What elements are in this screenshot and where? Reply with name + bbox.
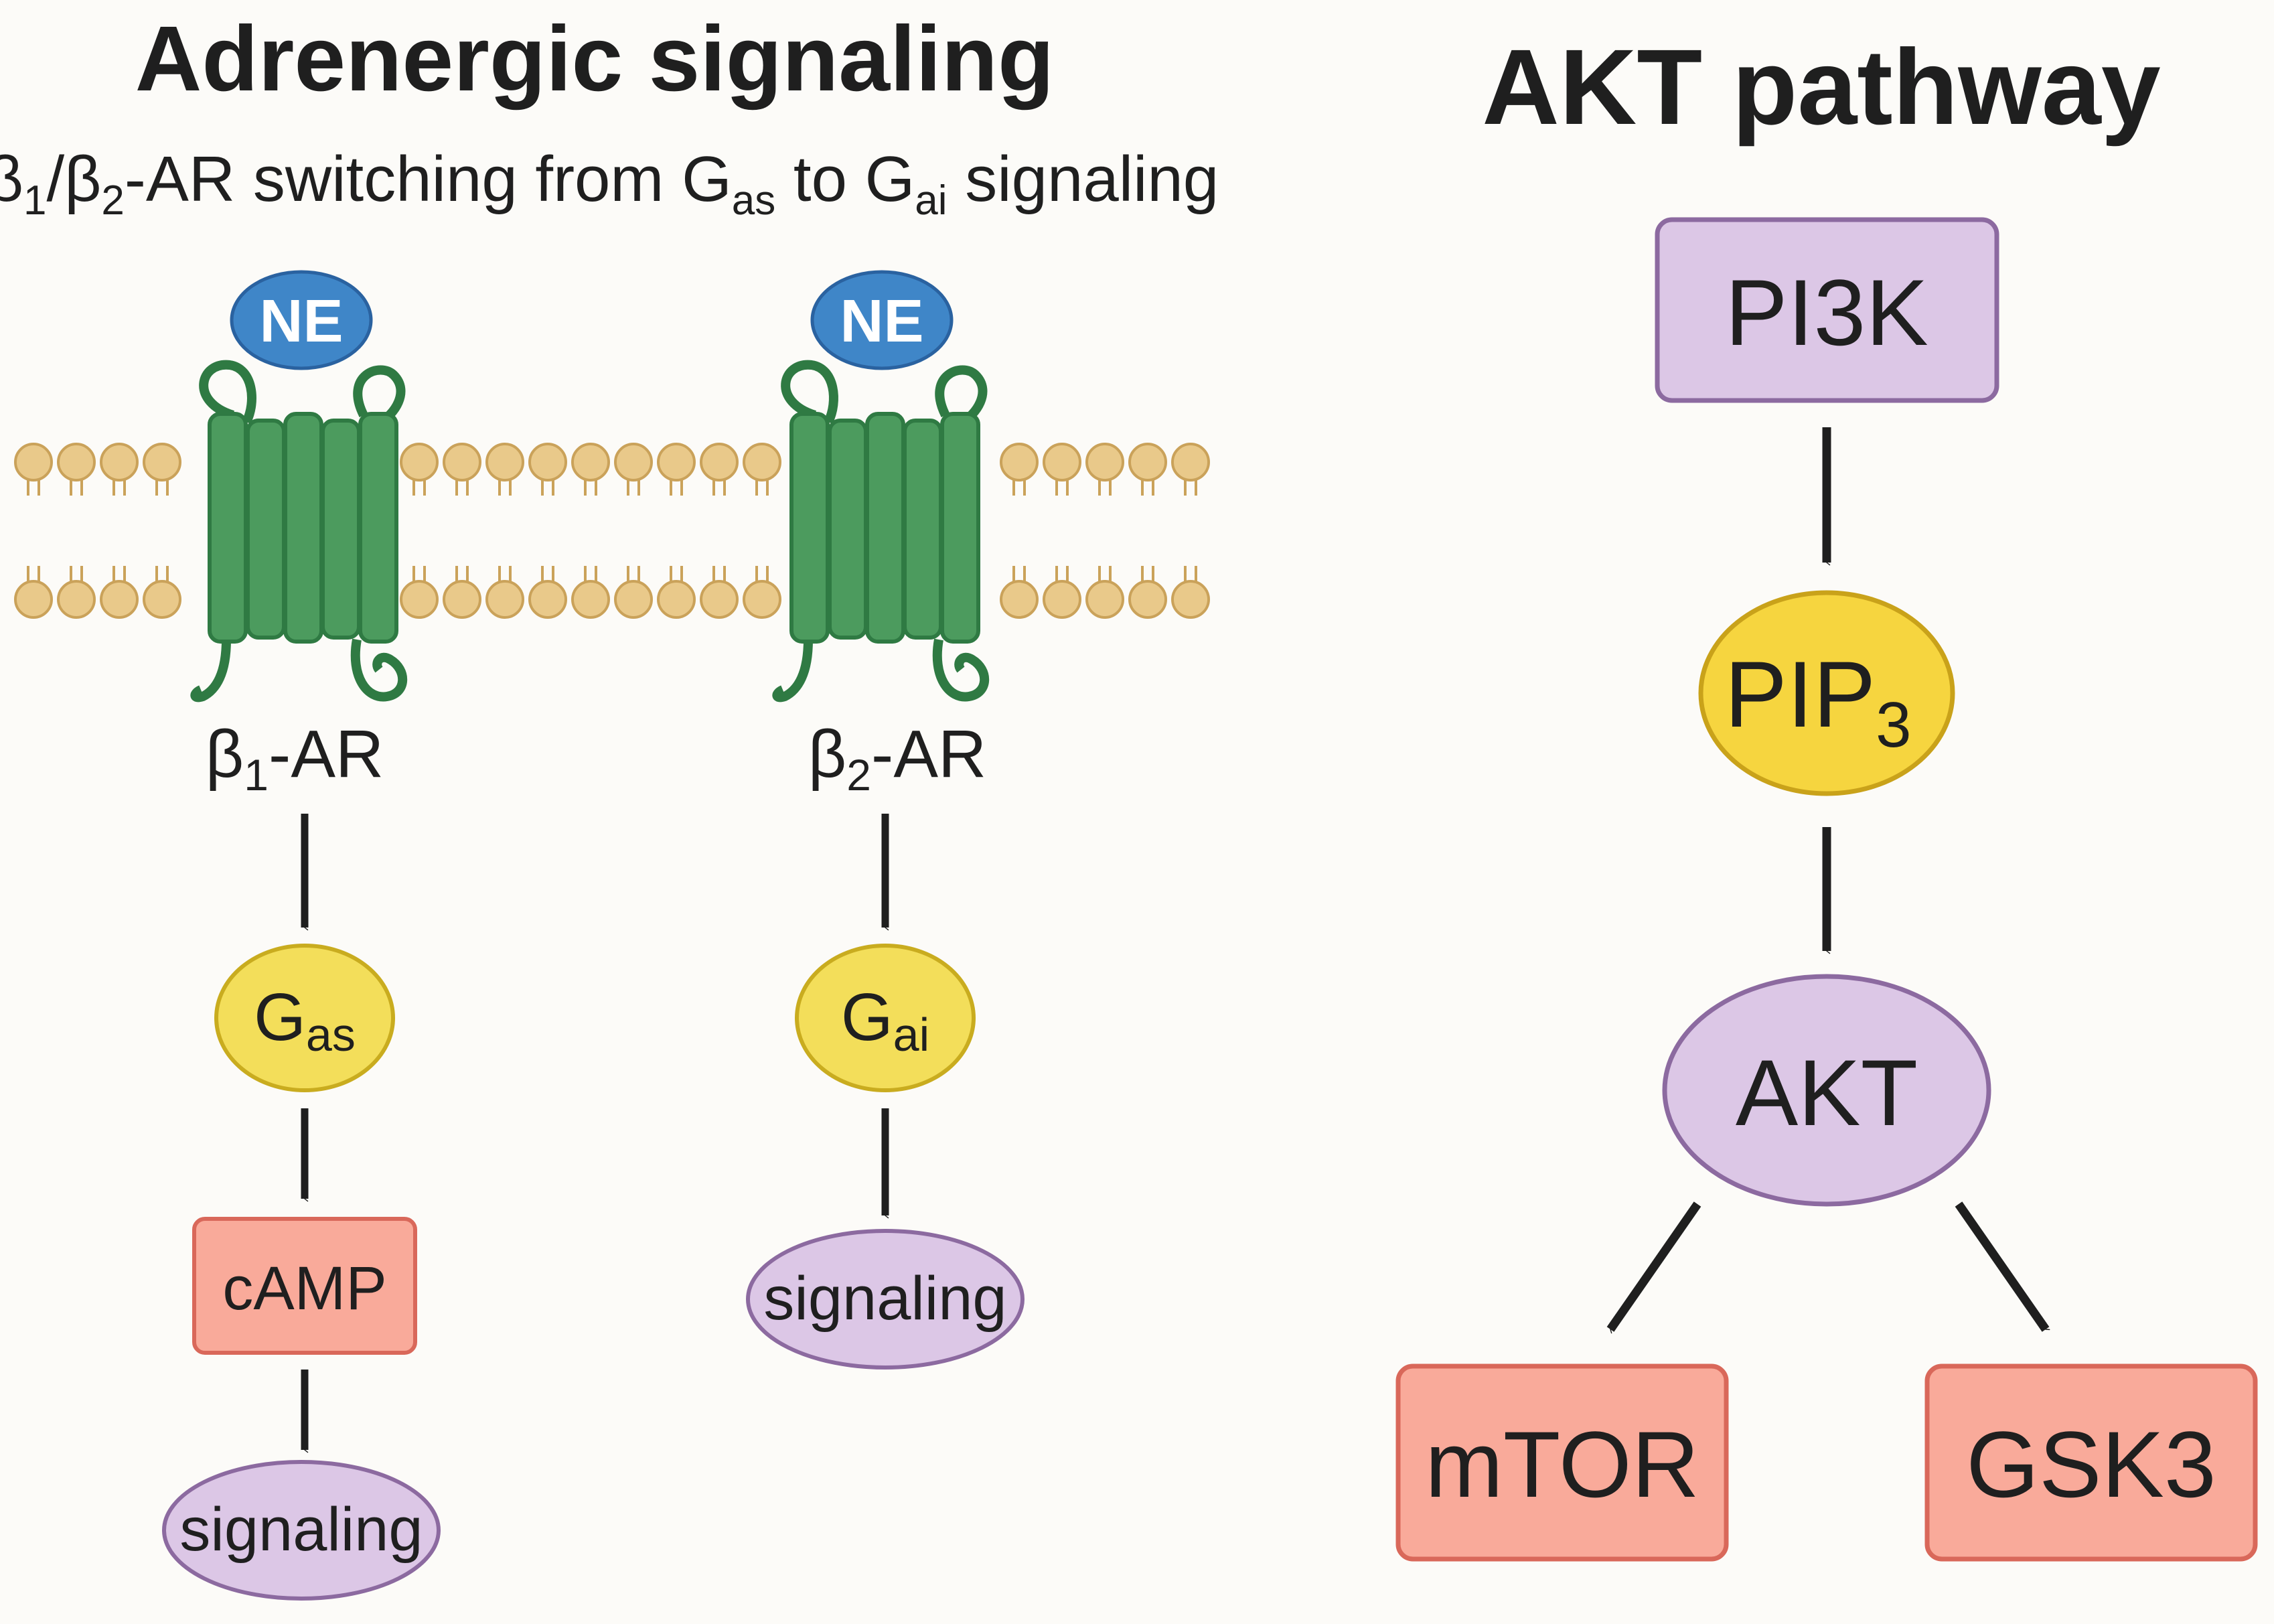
receptor-helix <box>865 412 905 644</box>
gsk3-node: GSK3 <box>1924 1363 2258 1562</box>
lipid-head <box>14 443 53 482</box>
svg-text:signaling: signaling <box>179 1495 423 1564</box>
lipid-head <box>443 580 481 619</box>
receptor-loop <box>199 360 256 425</box>
receptor-helix <box>903 419 943 640</box>
receptor-tail <box>190 639 231 703</box>
lipid-head <box>657 443 696 482</box>
beta1-receptor <box>190 360 408 703</box>
akt-title: AKT pathway <box>1482 27 2160 147</box>
g-alpha-i-node: Gai <box>795 944 976 1092</box>
akt-panel: AKT pathway PI3K PIP3 AKT mTOR GSK3 <box>1395 27 2258 1562</box>
arrow-akt-to-gsk3 <box>1955 1201 2050 1332</box>
svg-text:NE: NE <box>259 288 343 355</box>
lipid-head <box>485 443 524 482</box>
akt-node: AKT <box>1662 974 1991 1207</box>
arrow-akt-to-mtor <box>1606 1201 1701 1334</box>
lipid-head <box>1043 580 1081 619</box>
lipid-head <box>614 443 653 482</box>
receptor-loop <box>781 360 838 425</box>
lipid-head <box>528 443 567 482</box>
lipid-head <box>1000 580 1039 619</box>
lipid-head <box>571 580 610 619</box>
svg-text:GSK3: GSK3 <box>1966 1412 2216 1517</box>
receptor-helix <box>789 412 830 644</box>
receptor-helix <box>321 419 361 640</box>
beta2-receptor <box>772 360 990 703</box>
beta2-ar-label: β2-AR <box>808 717 986 800</box>
receptor-tail <box>932 638 990 702</box>
receptor-tail <box>772 639 813 703</box>
lipid-head <box>1043 443 1081 482</box>
lipid-head <box>57 580 96 619</box>
lipid-head <box>1085 580 1124 619</box>
lipid-head <box>400 580 439 619</box>
lipid-head <box>400 443 439 482</box>
lipid-head <box>528 580 567 619</box>
lipid-head <box>614 580 653 619</box>
lipid-head <box>443 443 481 482</box>
svg-text:PIP3: PIP3 <box>1724 642 1911 761</box>
ne-ligand-right: NE <box>810 270 954 370</box>
receptor-loop <box>353 365 406 427</box>
lipid-head <box>700 580 739 619</box>
mtor-node: mTOR <box>1395 1363 1729 1562</box>
lipid-head <box>1128 580 1167 619</box>
receptor-helix <box>246 419 286 640</box>
svg-text:mTOR: mTOR <box>1425 1412 1699 1517</box>
lipid-head <box>100 443 139 482</box>
svg-text:AKT: AKT <box>1736 1040 1918 1145</box>
lipid-head <box>485 580 524 619</box>
lipid-head <box>571 443 610 482</box>
adrenergic-panel: Adrenergic signaling β1/β2-AR switching … <box>0 7 1219 1601</box>
lipid-head <box>57 443 96 482</box>
lipid-head <box>143 443 181 482</box>
camp-node: cAMP <box>192 1217 417 1355</box>
receptor-helix <box>828 419 868 640</box>
beta1-ar-label: β1-AR <box>206 717 384 800</box>
lipid-head <box>1171 443 1210 482</box>
signaling-node-right: signaling <box>746 1229 1025 1370</box>
adrenergic-subtitle: β1/β2-AR switching from Gas to Gai signa… <box>0 143 1219 224</box>
lipid-head <box>100 580 139 619</box>
lipid-head <box>657 580 696 619</box>
pip3-node: PIP3 <box>1698 590 1955 796</box>
lipid-head <box>1128 443 1167 482</box>
svg-text:PI3K: PI3K <box>1725 260 1928 365</box>
pi3k-node: PI3K <box>1655 217 1999 403</box>
receptor-helix <box>940 412 980 644</box>
signaling-node-left: signaling <box>162 1460 441 1601</box>
lipid-head <box>14 580 53 619</box>
adrenergic-title: Adrenergic signaling <box>135 7 1055 110</box>
svg-text:NE: NE <box>840 288 923 355</box>
svg-text:signaling: signaling <box>763 1264 1006 1333</box>
receptor-helix <box>283 412 323 644</box>
g-alpha-s-node: Gas <box>214 944 395 1092</box>
lipid-bilayer <box>14 443 1210 619</box>
svg-text:cAMP: cAMP <box>222 1254 386 1323</box>
lipid-head <box>1171 580 1210 619</box>
lipid-head <box>743 443 781 482</box>
receptor-tail <box>350 638 408 702</box>
receptor-loop <box>935 365 988 427</box>
svg-text:Gai: Gai <box>841 980 929 1061</box>
ne-ligand-left: NE <box>230 270 373 370</box>
receptor-helix <box>358 412 398 644</box>
lipid-head <box>1000 443 1039 482</box>
receptor-helix <box>208 412 248 644</box>
lipid-head <box>143 580 181 619</box>
lipid-head <box>1085 443 1124 482</box>
svg-text:Gas: Gas <box>254 980 356 1061</box>
lipid-head <box>743 580 781 619</box>
lipid-head <box>700 443 739 482</box>
